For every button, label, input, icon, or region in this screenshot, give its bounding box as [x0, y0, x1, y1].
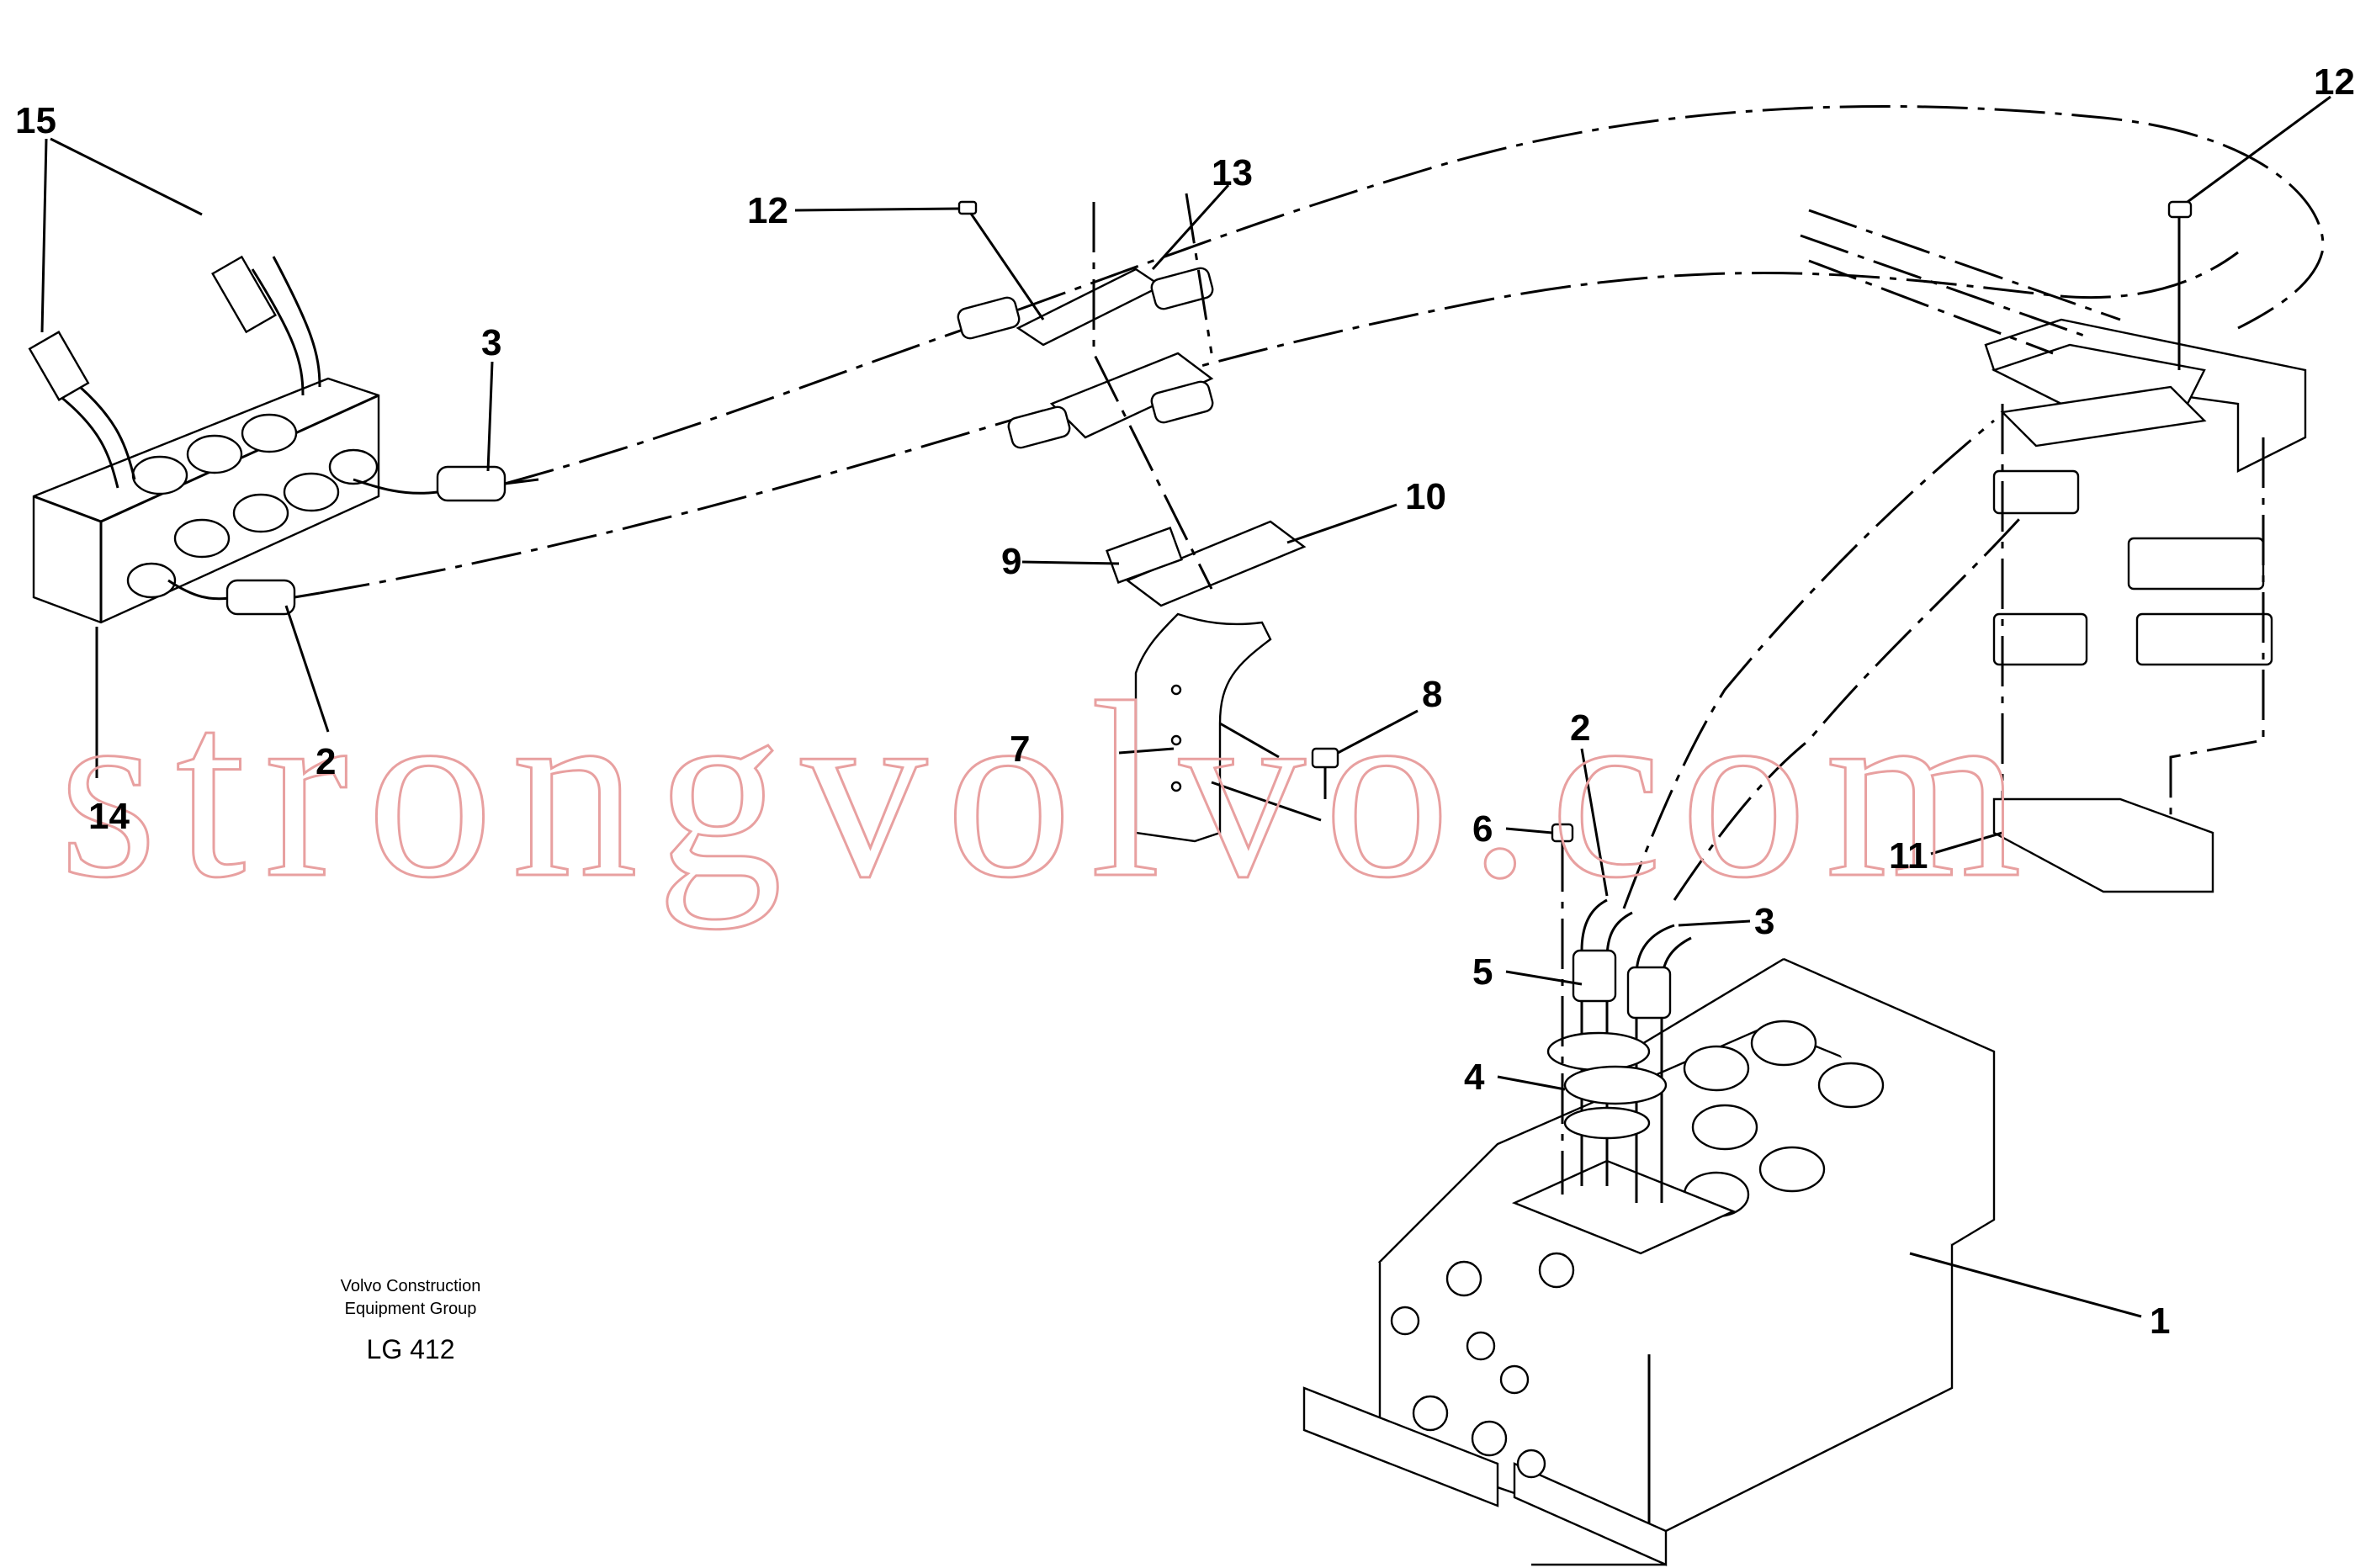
main-valve-bank — [1302, 823, 1996, 1566]
label-part-4: 4 — [1464, 1057, 1485, 1098]
drawing-code: LG 412 — [367, 1334, 455, 1364]
label-part-9: 9 — [1001, 541, 1021, 582]
label-part-12-left: 12 — [747, 190, 788, 231]
label-part-13: 13 — [1212, 152, 1253, 193]
label-part-12-right: 12 — [2314, 61, 2355, 103]
label-part-3-left: 3 — [481, 322, 501, 363]
caption-line-1: Volvo Construction — [341, 1277, 481, 1295]
label-part-2-right: 2 — [1570, 707, 1590, 749]
label-part-7: 7 — [1010, 728, 1030, 770]
leader-lines — [40, 95, 2331, 1318]
left-valve-block — [32, 256, 438, 624]
part-number-labels: 15 3 2 14 12 13 9 10 7 8 6 2 3 5 4 1 11 … — [15, 61, 2355, 1342]
label-part-5: 5 — [1472, 951, 1493, 993]
label-part-11: 11 — [1889, 835, 1928, 877]
label-part-10: 10 — [1405, 476, 1446, 517]
drawing-caption: Volvo Construction Equipment Group LG 41… — [341, 1277, 481, 1364]
middle-clamp-assembly — [957, 193, 1339, 843]
label-part-2-left: 2 — [316, 741, 336, 782]
label-part-1: 1 — [2150, 1300, 2170, 1342]
caption-line-2: Equipment Group — [345, 1300, 477, 1318]
label-part-3-right: 3 — [1754, 901, 1774, 942]
watermark-text: strongvolvo.com — [59, 650, 2040, 930]
hose-fittings-left — [28, 255, 539, 616]
label-part-14: 14 — [88, 796, 130, 837]
label-part-6: 6 — [1472, 808, 1493, 850]
label-part-8: 8 — [1422, 674, 1442, 715]
label-part-15: 15 — [15, 100, 56, 141]
right-clamp-assembly — [1800, 200, 2307, 893]
